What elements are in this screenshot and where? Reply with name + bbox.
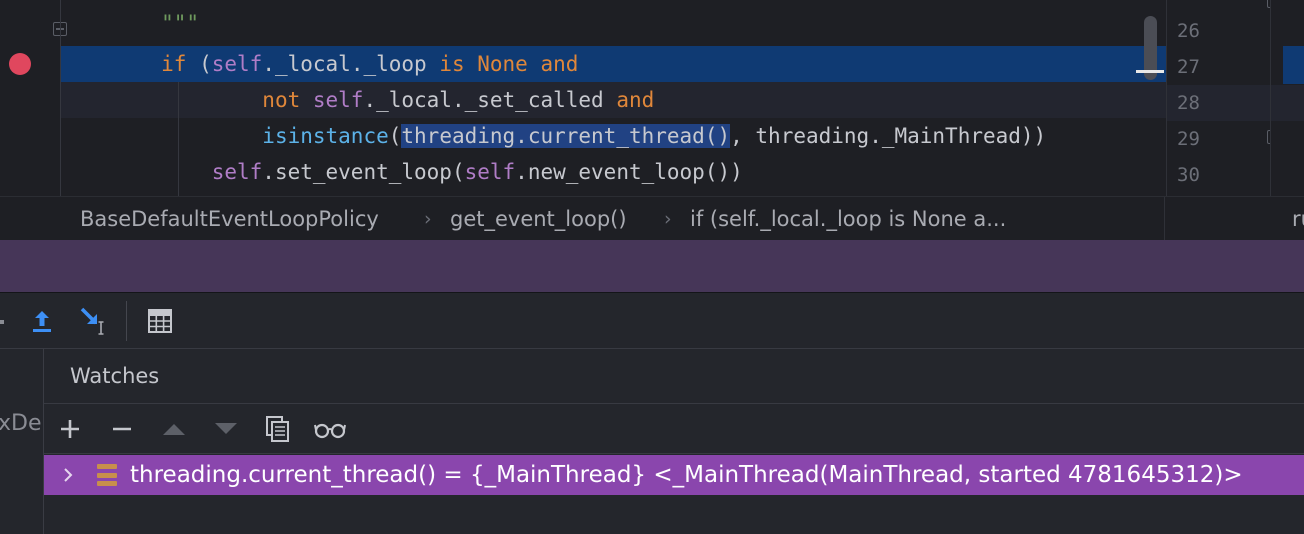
code-token: , threading._MainThread)) (730, 124, 1047, 148)
breadcrumb-separator: › (664, 208, 672, 230)
code-token: """ (60, 11, 200, 35)
editor-scrollbar-thumb[interactable] (1144, 16, 1157, 80)
run-to-cursor-icon (80, 307, 104, 335)
code-token: is None and (439, 52, 579, 76)
code-token: self (211, 160, 263, 184)
line-number: 27 (1177, 56, 1200, 78)
current-line-bg (1271, 85, 1304, 121)
code-line-27: if (self._local._loop is None and (60, 46, 1166, 82)
code-token: ._local._set_called (363, 88, 617, 112)
indent-guide (60, 0, 61, 196)
code-token: .set_event_loop( (262, 160, 465, 184)
code-token: .new_event_loop()) (515, 160, 743, 184)
code-token (60, 88, 262, 112)
code-token: self (312, 88, 364, 112)
line-number: 28 (1177, 92, 1200, 114)
code-line-28: not self._local._set_called and (60, 82, 1166, 118)
code-token: if (60, 52, 200, 76)
add-watch-button[interactable] (52, 411, 88, 447)
line-number: 30 (1177, 164, 1200, 186)
code-token: ( (199, 52, 212, 76)
expand-chevron-icon[interactable] (58, 455, 78, 495)
code-line-29: isinstance(threading.current_thread(), t… (60, 118, 1166, 154)
frames-clipped-text: xDe (0, 411, 42, 436)
breadcrumb-divider (1164, 197, 1165, 241)
frames-panel[interactable]: xDe (0, 349, 44, 534)
code-editor[interactable]: """ if (self._local._loop is None and no… (0, 0, 1304, 196)
breadcrumb-item-statement[interactable]: if (self._local._loop is None a... (690, 207, 1007, 231)
watches-title: Watches (70, 364, 160, 388)
code-token: and (616, 88, 655, 112)
watch-variable-icon (97, 464, 117, 486)
editor-gutter[interactable] (0, 0, 67, 196)
move-watch-up-button[interactable] (156, 411, 192, 447)
run-to-cursor-button[interactable] (76, 303, 112, 339)
code-token: self (211, 52, 263, 76)
code-token (60, 124, 262, 148)
code-line-26: """ (60, 5, 1166, 41)
show-inline-watches-button[interactable] (312, 411, 348, 447)
move-up-icon (163, 424, 185, 435)
duplicate-icon (266, 416, 289, 442)
step-out-icon (33, 311, 51, 332)
duplicate-watch-button[interactable] (260, 411, 296, 447)
toolbar-separator (126, 301, 127, 341)
calculator-icon (148, 309, 172, 333)
code-line-30: self.set_event_loop(self.new_event_loop(… (60, 154, 1166, 190)
code-token: not (262, 88, 313, 112)
breadcrumb-right-clipped: ru (1292, 207, 1304, 231)
evaluate-expression-button[interactable] (142, 303, 178, 339)
code-token: self (464, 160, 516, 184)
watch-row[interactable]: threading.current_thread() = {_MainThrea… (44, 455, 1304, 495)
line-number: 26 (1177, 20, 1200, 42)
diff-marker (1283, 46, 1304, 84)
breadcrumb: BaseDefaultEventLoopPolicy › get_event_l… (0, 196, 1304, 241)
indent-guide (178, 82, 179, 196)
move-down-icon (215, 423, 237, 434)
line-number: 29 (1177, 128, 1200, 150)
code-token: ( (388, 124, 402, 148)
breadcrumb-item-function[interactable]: get_event_loop() (450, 207, 627, 231)
move-watch-down-button[interactable] (208, 411, 244, 447)
code-token: threading.current_thread() (401, 124, 731, 148)
current-line-bg (1167, 85, 1271, 121)
remove-watch-button[interactable] (104, 411, 140, 447)
debug-tool-window-header (0, 240, 1304, 292)
breakpoint-icon[interactable] (9, 53, 31, 75)
code-token: isinstance (262, 124, 389, 148)
step-out-button[interactable] (24, 303, 60, 339)
watches-header: Watches (44, 349, 1304, 404)
code-area[interactable]: """ if (self._local._loop is None and no… (60, 0, 1166, 196)
line-numbers: 26 27 28 29 30 (1166, 0, 1281, 196)
debug-toolbar (0, 292, 1304, 349)
toolbar-overflow-icon (0, 320, 4, 324)
watches-panel: Watches (44, 349, 1304, 534)
add-icon (61, 420, 79, 438)
glasses-icon (314, 423, 346, 439)
remove-icon (113, 427, 131, 431)
caret-marker (1136, 70, 1164, 73)
code-token: ._local._loop (262, 52, 440, 76)
diff-pane (1270, 0, 1304, 196)
watches-toolbar (44, 404, 1304, 454)
breadcrumb-separator: › (424, 208, 432, 230)
watch-expression: threading.current_thread() = {_MainThrea… (130, 462, 1243, 488)
code-token (60, 160, 212, 184)
breadcrumb-item-class[interactable]: BaseDefaultEventLoopPolicy (80, 207, 379, 231)
